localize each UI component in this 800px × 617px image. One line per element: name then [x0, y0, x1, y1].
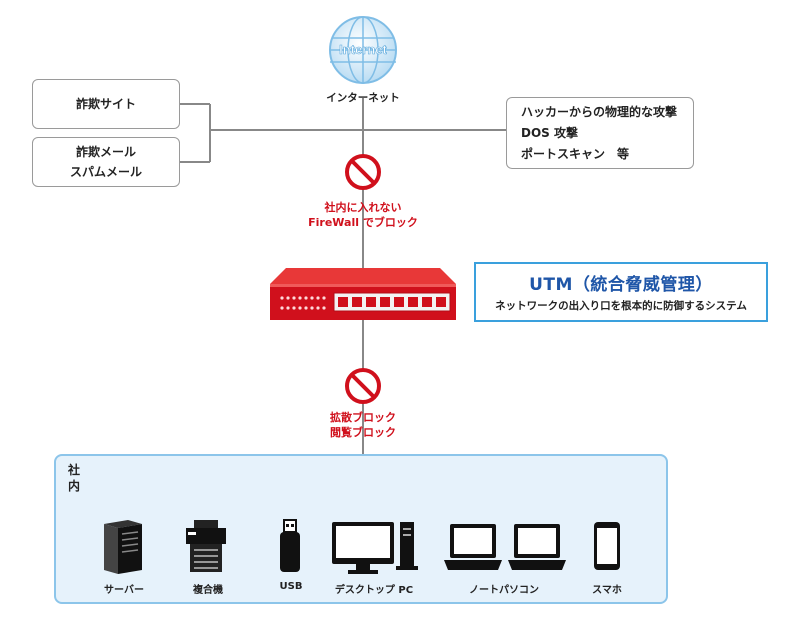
firewall-block-line-2: FireWall でブロック	[308, 216, 418, 229]
prohibit-icon	[345, 368, 381, 404]
device-label-smartphone: スマホ	[592, 585, 622, 596]
utm-subtitle: ネットワークの出入り口を根本的に防御するシステム	[495, 300, 747, 312]
globe-icon: Internet	[329, 16, 397, 84]
globe-text: Internet	[339, 42, 387, 57]
utm-title: UTM（統合脅威管理）	[529, 275, 713, 295]
spread-block-line-2: 閲覧ブロック	[330, 426, 396, 439]
device-label-desktop: デスクトップ PC	[334, 585, 414, 596]
device-label-printer: 複合機	[193, 585, 223, 596]
printer-icon	[186, 520, 226, 572]
spread-block-text: 拡散ブロック 閲覧ブロック	[303, 410, 423, 440]
device-label-server: サーバー	[104, 585, 144, 596]
scam-mail-box: 詐欺メール スパムメール	[32, 137, 180, 187]
device-label-usb: USB	[279, 581, 303, 592]
utm-appliance-icon	[270, 268, 456, 320]
lan-area: 社内	[54, 454, 668, 604]
spread-block-line-1: 拡散ブロック	[330, 411, 396, 424]
scam-site-box: 詐欺サイト	[32, 79, 180, 129]
laptop-icon	[508, 524, 566, 570]
desktop-pc-icon	[332, 522, 418, 574]
attack-box: ハッカーからの物理的な攻撃 DOS 攻撃 ポートスキャン 等	[506, 97, 694, 169]
device-label-laptop: ノートパソコン	[469, 585, 539, 596]
lan-title: 社内	[68, 463, 81, 493]
attack-line-2: DOS 攻撃	[521, 125, 578, 140]
server-icon	[104, 520, 142, 574]
prohibit-icon	[345, 154, 381, 190]
attack-line-3: ポートスキャン 等	[521, 146, 630, 161]
smartphone-icon	[594, 522, 620, 570]
laptop-icon	[444, 524, 502, 570]
scam-mail-label: 詐欺メール	[75, 145, 136, 159]
utm-box: UTM（統合脅威管理） ネットワークの出入り口を根本的に防御するシステム	[474, 262, 768, 322]
internet-label: インターネット	[326, 92, 400, 104]
firewall-block-text: 社内に入れない FireWall でブロック	[283, 200, 443, 230]
attack-line-1: ハッカーからの物理的な攻撃	[521, 104, 678, 119]
usb-icon	[280, 519, 300, 572]
spam-mail-label: スパムメール	[69, 165, 142, 179]
scam-site-label: 詐欺サイト	[75, 97, 136, 111]
firewall-block-line-1: 社内に入れない	[324, 201, 402, 214]
